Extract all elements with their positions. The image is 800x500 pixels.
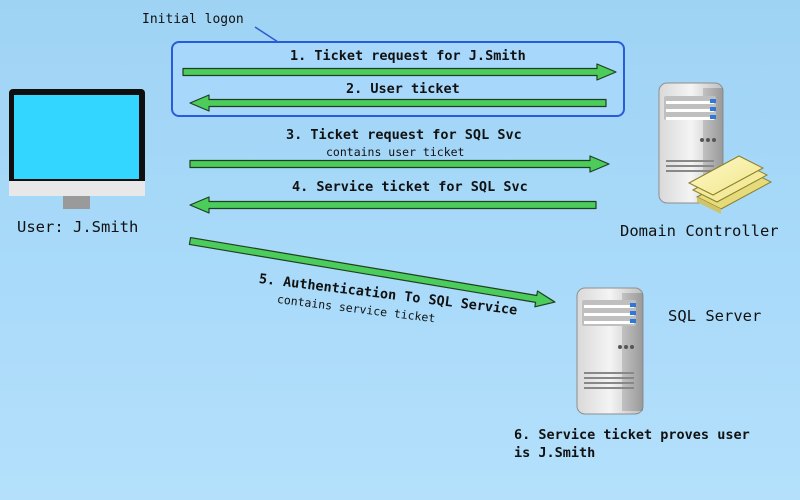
arrow-step-5: [188, 236, 556, 308]
step-3-label: 3. Ticket request for SQL Svc: [286, 127, 522, 143]
ticket-documents-icon: [687, 155, 773, 214]
step-1-label: 1. Ticket request for J.Smith: [290, 48, 526, 64]
arrow-step-3: [189, 155, 610, 173]
arrow-step-2: [189, 94, 607, 112]
step-2-label: 2. User ticket: [346, 81, 460, 97]
arrow-step-1: [182, 63, 617, 81]
arrow-step-4: [189, 196, 597, 214]
step-4-label: 4. Service ticket for SQL Svc: [292, 179, 528, 195]
user-label: User: J.Smith: [17, 218, 139, 236]
sql-server-label: SQL Server: [668, 307, 762, 325]
domain-controller-label: Domain Controller: [620, 222, 779, 240]
sql-server-icon: [576, 287, 644, 415]
client-computer-icon: [9, 89, 145, 209]
initial-logon-leader: [254, 26, 279, 43]
initial-logon-box: [171, 41, 625, 117]
step-3-sublabel: contains user ticket: [326, 145, 465, 159]
step-6-note-line1: 6. Service ticket proves user: [514, 427, 750, 443]
initial-logon-label: Initial logon: [142, 12, 244, 27]
step-6-note-line2: is J.Smith: [514, 445, 596, 461]
